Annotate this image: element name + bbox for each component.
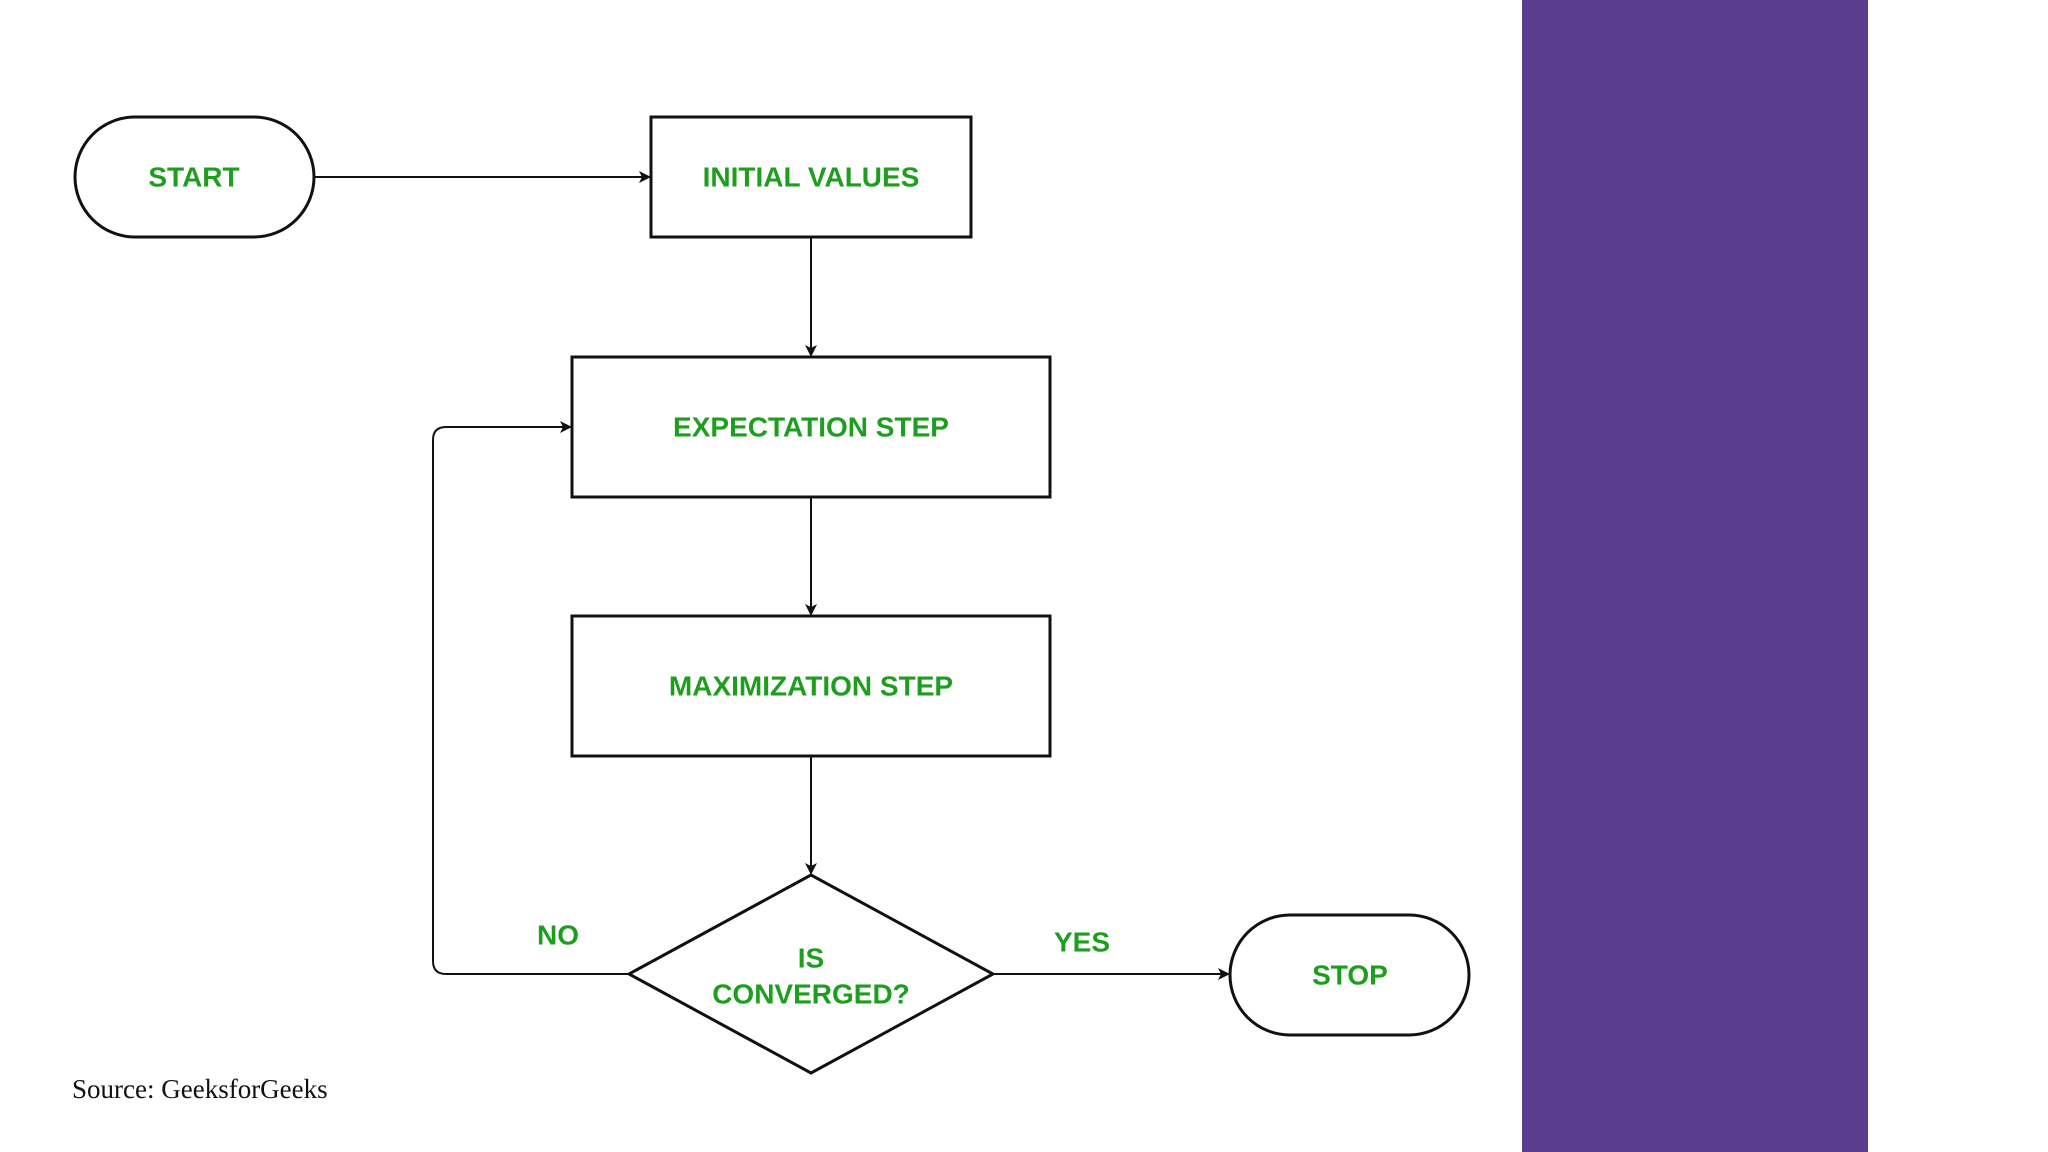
start-label: START: [148, 162, 239, 193]
source-caption: Source: GeeksforGeeks: [72, 1074, 328, 1104]
expectation-step-node: EXPECTATION STEP: [570, 355, 1052, 499]
stop-label: STOP: [1312, 960, 1388, 991]
expectation-step-label: EXPECTATION STEP: [673, 412, 949, 443]
initial-values-node: INITIAL VALUES: [649, 115, 973, 239]
decision-label-line2: CONVERGED?: [712, 979, 910, 1010]
decision-label-line1: IS: [798, 943, 824, 974]
maximization-step-node: MAXIMIZATION STEP: [570, 614, 1052, 758]
edge-label-no: NO: [537, 920, 579, 951]
initial-values-label: INITIAL VALUES: [703, 162, 920, 193]
purple-side-panel: [1522, 0, 1868, 1152]
converged-decision-node: IS CONVERGED?: [625, 873, 997, 1075]
maximization-step-label: MAXIMIZATION STEP: [669, 671, 953, 702]
start-node: START: [73, 115, 316, 239]
edge-label-yes: YES: [1054, 927, 1110, 958]
edge-no-loop-to-expectation: [432, 421, 629, 975]
stop-node: STOP: [1228, 913, 1471, 1037]
